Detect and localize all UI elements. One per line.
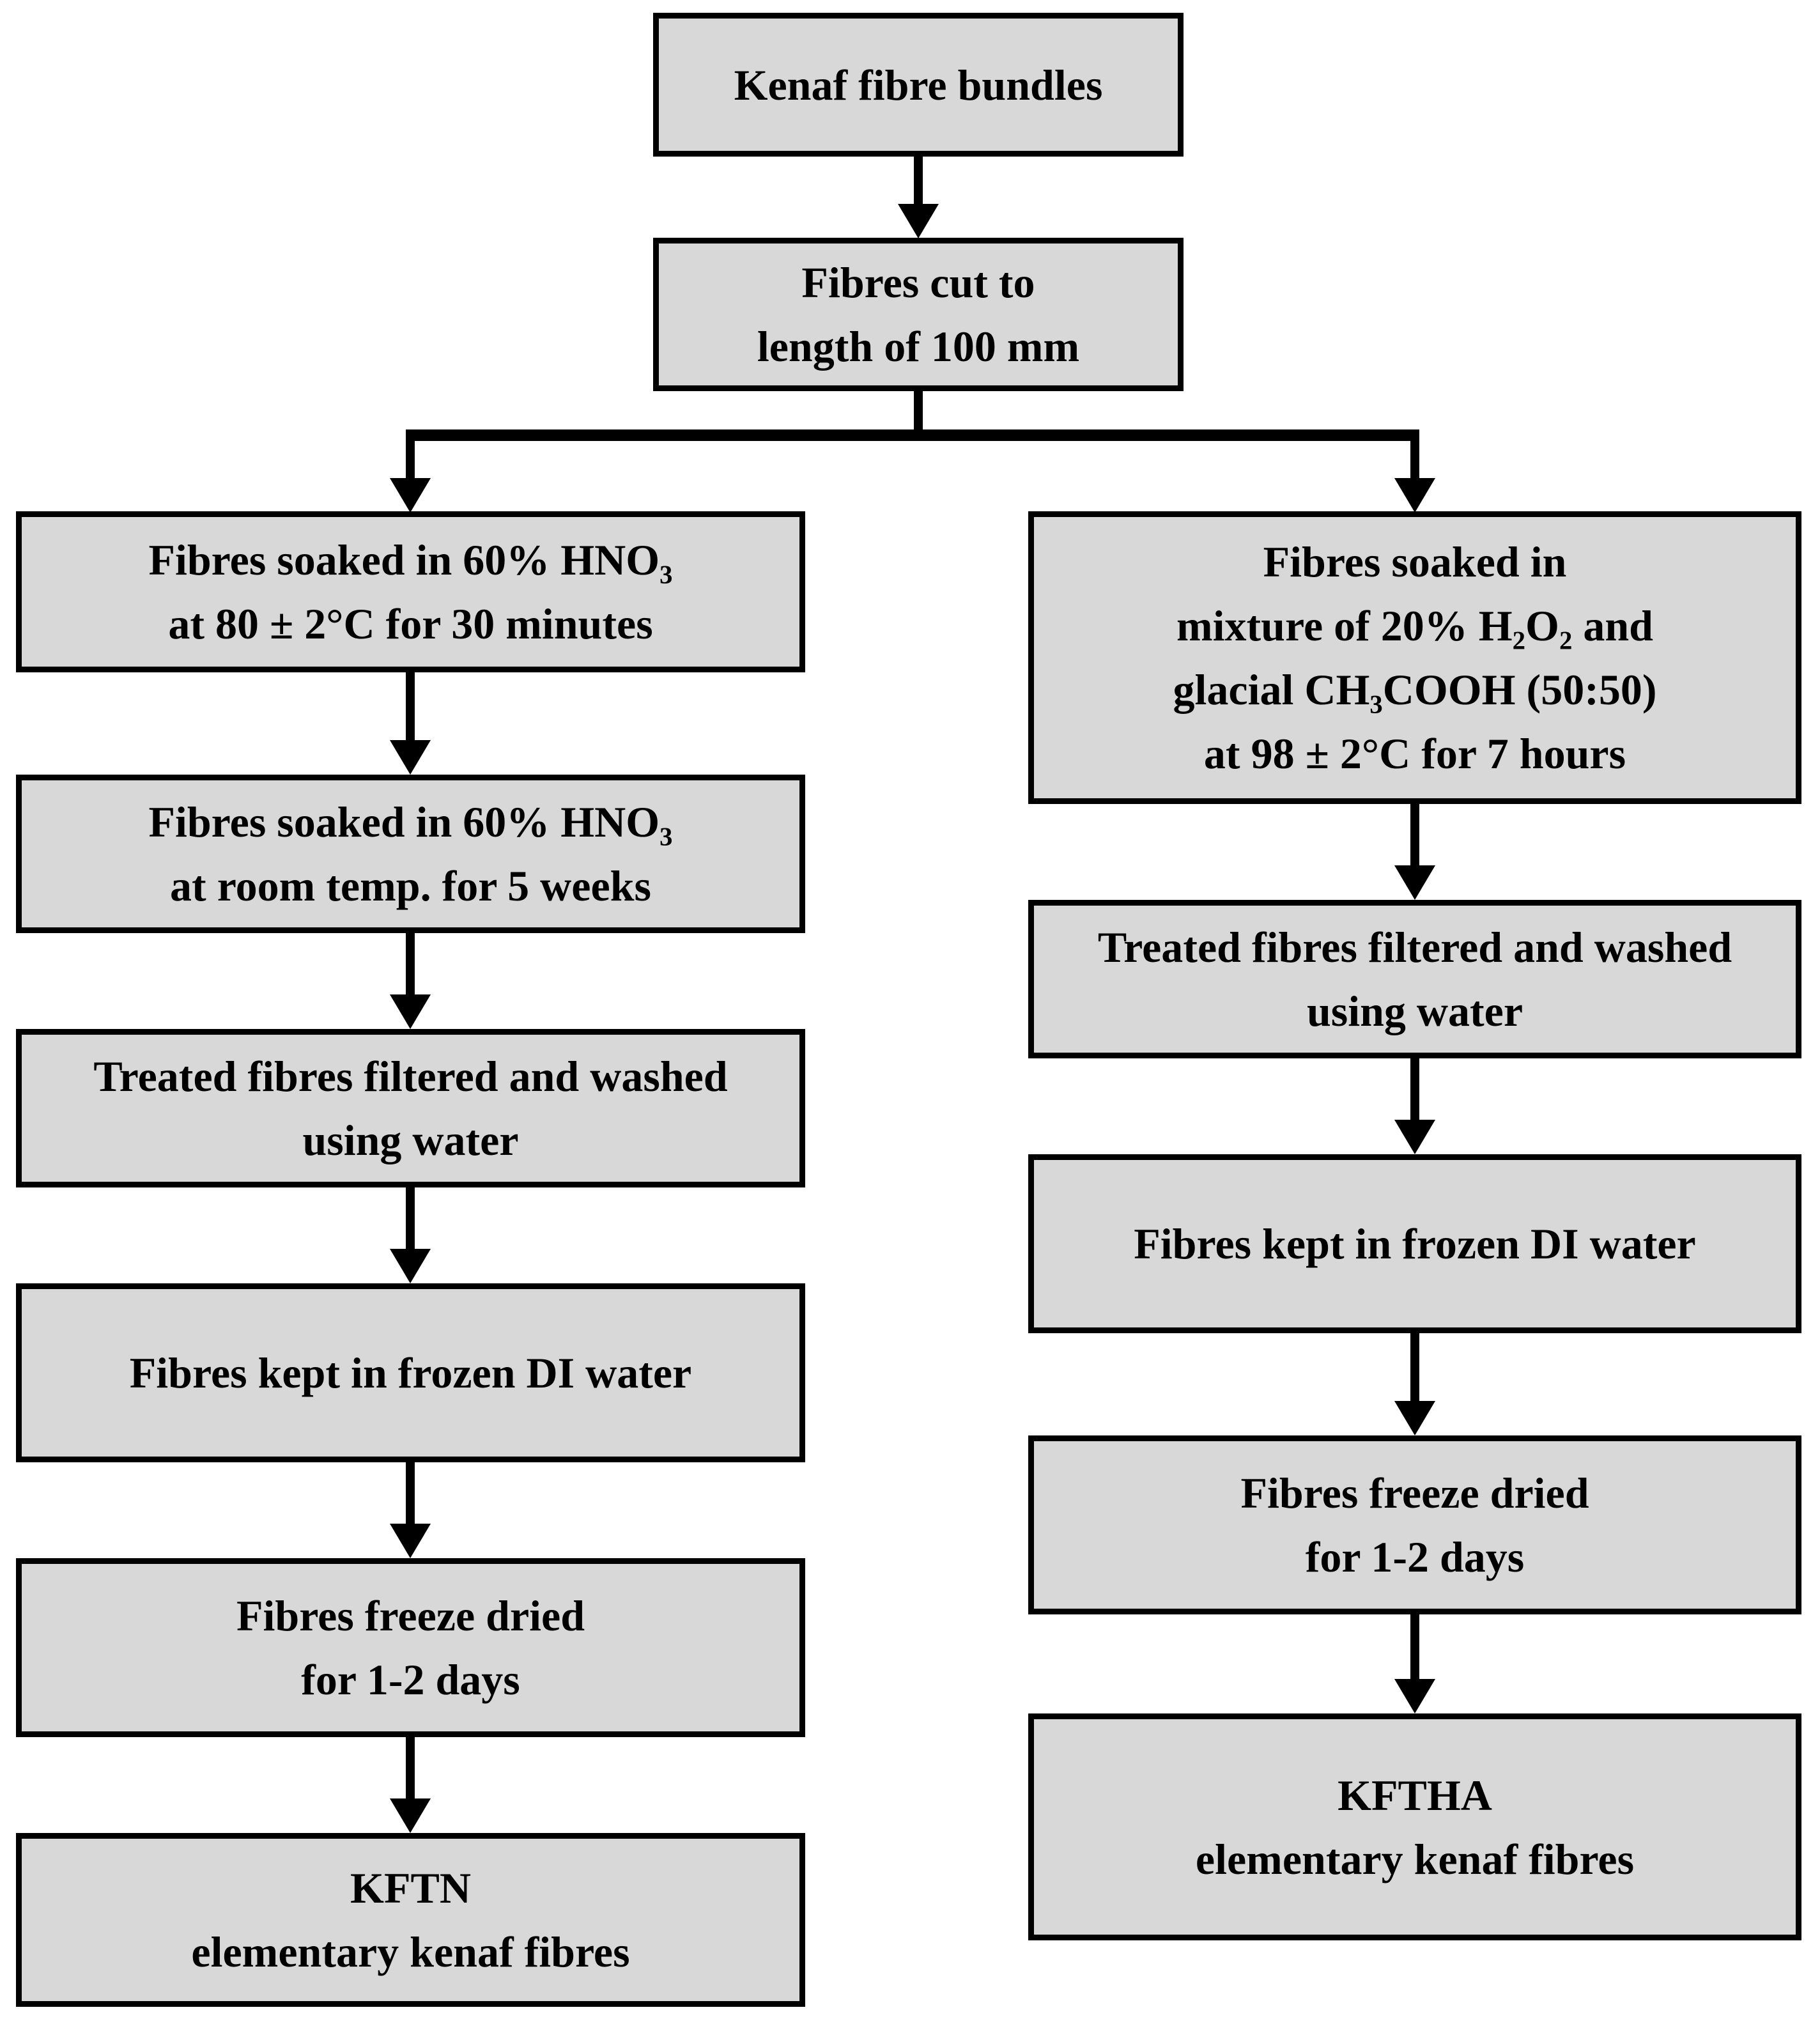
arrow-l1-l2 — [390, 672, 431, 775]
node-text-line: Treated fibres filtered and washed — [93, 1052, 728, 1101]
node-text-line: using water — [302, 1116, 519, 1164]
node-text-line: Fibres cut to — [801, 258, 1035, 307]
arrow-l4-l5 — [390, 1461, 431, 1558]
node-fibres-cut-to-length: Fibres cut to length of 100 mm — [653, 238, 1184, 391]
node-kftn-output: KFTN elementary kenaf fibres — [16, 1833, 805, 2007]
node-text-line: Fibres soaked in 60% HNO₃ — [148, 536, 673, 584]
node-hno3-soak-hot: Fibres soaked in 60% HNO₃ at 80 ± 2°C fo… — [16, 511, 805, 672]
node-filter-wash-left: Treated fibres filtered and washed using… — [16, 1029, 805, 1187]
node-text-line: for 1-2 days — [1305, 1533, 1525, 1581]
node-h2o2-ch3cooh-soak: Fibres soaked in mixture of 20% H₂O₂ and… — [1028, 511, 1801, 804]
node-text-line: KFTHA — [1338, 1770, 1492, 1820]
node-text-line: Treated fibres filtered and washed — [1097, 923, 1732, 971]
node-text-line: Fibres kept in frozen DI water — [1134, 1219, 1696, 1268]
node-kenaf-fibre-bundles: Kenaf fibre bundles — [653, 13, 1184, 157]
arrow-r4-r5 — [1394, 1613, 1435, 1713]
node-kftha-output: KFTHA elementary kenaf fibres — [1028, 1713, 1801, 1940]
node-text-line: glacial CH₃COOH (50:50) — [1173, 665, 1657, 714]
node-text-line: for 1-2 days — [301, 1655, 520, 1704]
node-freeze-dried-right: Fibres freeze dried for 1-2 days — [1028, 1435, 1801, 1614]
node-text-line: length of 100 mm — [757, 322, 1080, 371]
arrow-branch-right — [1394, 440, 1435, 513]
node-text-line: Fibres soaked in 60% HNO₃ — [148, 798, 673, 846]
node-text-line: Fibres freeze dried — [236, 1591, 585, 1640]
node-text-line: Fibres kept in frozen DI water — [129, 1349, 692, 1397]
node-hno3-soak-room-temp: Fibres soaked in 60% HNO₃ at room temp. … — [16, 775, 805, 933]
node-text-line: Kenaf fibre bundles — [734, 60, 1103, 109]
arrow-bundles-to-cut — [898, 155, 939, 238]
arrow-r2-r3 — [1394, 1057, 1435, 1154]
arrow-branch-left — [390, 440, 431, 513]
arrow-l2-l3 — [390, 932, 431, 1029]
node-text-line: at 98 ± 2°C for 7 hours — [1203, 729, 1626, 778]
node-text-line: at room temp. for 5 weeks — [170, 862, 651, 910]
node-text-line: at 80 ± 2°C for 30 minutes — [168, 599, 653, 648]
arrow-r1-r2 — [1394, 803, 1435, 900]
arrow-r3-r4 — [1394, 1332, 1435, 1435]
node-freeze-dried-left: Fibres freeze dried for 1-2 days — [16, 1558, 805, 1737]
node-text-line: elementary kenaf fibres — [191, 1928, 630, 1976]
connector-stem — [914, 390, 923, 432]
node-text-line: Fibres soaked in — [1263, 537, 1567, 586]
arrow-l3-l4 — [390, 1186, 431, 1283]
node-text-line: using water — [1306, 987, 1523, 1035]
arrow-l5-l6 — [390, 1736, 431, 1833]
node-text-line: Fibres freeze dried — [1240, 1469, 1589, 1517]
node-text-line: mixture of 20% H₂O₂ and — [1176, 601, 1653, 650]
node-frozen-di-water-left: Fibres kept in frozen DI water — [16, 1283, 805, 1462]
node-filter-wash-right: Treated fibres filtered and washed using… — [1028, 900, 1801, 1058]
node-text-line: elementary kenaf fibres — [1195, 1834, 1635, 1883]
node-frozen-di-water-right: Fibres kept in frozen DI water — [1028, 1154, 1801, 1333]
connector-bar — [406, 429, 1419, 441]
node-text-line: KFTN — [350, 1864, 471, 1912]
